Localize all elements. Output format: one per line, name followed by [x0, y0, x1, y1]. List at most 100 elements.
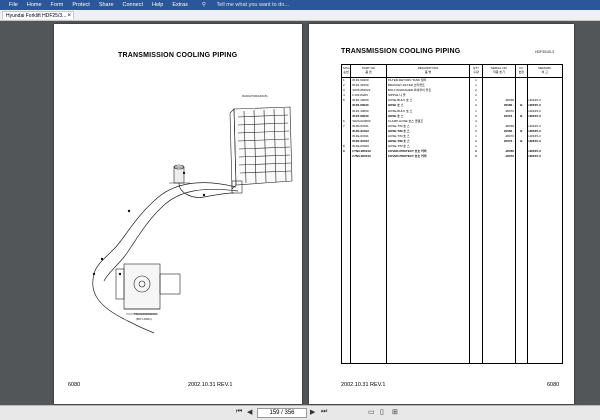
cell-empty	[526, 174, 563, 180]
cell-empty	[340, 312, 352, 318]
cell-empty	[385, 159, 471, 165]
cell-ic: B	[515, 128, 528, 135]
cell-empty	[350, 291, 387, 298]
menu-file[interactable]: File	[9, 2, 18, 8]
menu-home[interactable]: Home	[26, 2, 42, 8]
next-page-icon[interactable]: ▶	[310, 409, 316, 416]
table-row-empty	[340, 200, 563, 206]
cell-empty	[526, 322, 563, 328]
facing-view-icon[interactable]: ⊞	[392, 409, 398, 416]
table-row-empty	[340, 266, 563, 272]
menu-protect[interactable]: Protect	[72, 2, 90, 8]
cell-remark: HDF45-3	[526, 113, 563, 119]
cell-empty	[385, 246, 471, 252]
right-page-title: TRANSMISSION COOLING PIPING	[341, 48, 461, 55]
menu-extras[interactable]: Extras	[172, 2, 188, 8]
cell-empty	[385, 332, 471, 338]
continuous-view-icon[interactable]: ▯	[380, 409, 384, 416]
page-number-input[interactable]: 159 / 356	[257, 408, 307, 418]
table-row-empty	[340, 358, 563, 365]
menu-share[interactable]: Share	[98, 2, 114, 8]
left-page: TRANSMISSION COOLING PIPING	[54, 24, 302, 404]
cell-empty	[385, 220, 471, 226]
radiator-label: RADIATOR(HDG5)	[242, 94, 268, 98]
table-row-empty	[340, 164, 563, 170]
cell-empty	[385, 281, 471, 287]
cell-desc: FILTER-RETURN TANK 필터	[385, 77, 471, 84]
cell-empty	[515, 235, 528, 241]
cell-empty	[350, 353, 387, 359]
menu-form[interactable]: Form	[50, 2, 64, 8]
cell-no	[340, 108, 352, 114]
cell-empty	[515, 184, 528, 191]
cell-desc: COVER-PROTECT 보호 커버	[385, 154, 471, 160]
left-page-date: 2002.10.31 REV.1	[188, 382, 233, 388]
cell-remark: HDF45-3	[526, 154, 563, 160]
document-tab[interactable]: Hyundai Forklift HDF25/3... ×	[2, 11, 74, 19]
menu-connect[interactable]: Connect	[122, 2, 144, 8]
close-tab-icon[interactable]: ×	[67, 13, 71, 19]
cell-empty	[340, 225, 352, 231]
cell-empty	[350, 241, 387, 247]
cell-desc: BOLT-W/WASHER 와셔붙이 볼트	[385, 88, 471, 94]
cell-empty	[385, 256, 471, 262]
callout-marker-5	[118, 272, 122, 276]
cell-empty	[340, 215, 352, 221]
cell-empty	[340, 195, 352, 201]
cell-empty	[526, 266, 563, 272]
table-row-empty	[340, 256, 563, 262]
cell-empty	[515, 266, 528, 272]
cell-empty	[526, 220, 563, 226]
last-page-icon[interactable]: ⏭	[321, 408, 328, 415]
cell-empty	[526, 291, 563, 298]
table-row-empty	[340, 159, 563, 165]
table-row-empty	[340, 220, 563, 226]
cell-no	[340, 128, 352, 135]
cell-remark: HDF25-3	[526, 128, 563, 135]
cell-empty	[340, 235, 352, 241]
cell-empty	[385, 210, 471, 216]
cell-empty	[350, 317, 387, 323]
cell-empty	[385, 205, 471, 211]
cell-empty	[526, 286, 563, 292]
cell-remark: HDF45-3	[526, 134, 563, 140]
cell-empty	[340, 337, 352, 343]
cell-desc: HOSE 호 스	[385, 103, 471, 109]
cell-empty	[340, 261, 352, 267]
cell-empty	[515, 353, 528, 359]
tell-me-search[interactable]: ⚲ Tell me what you want to do...	[201, 2, 289, 8]
menu-help[interactable]: Help	[152, 2, 164, 8]
prev-page-icon[interactable]: ◀	[247, 409, 253, 416]
cell-desc: HOSE-T/M 호 스	[385, 123, 471, 129]
table-row-empty	[340, 174, 563, 180]
cell-ic	[515, 83, 528, 89]
cell-empty	[385, 225, 471, 231]
cell-empty	[515, 190, 528, 196]
cell-empty	[340, 164, 352, 170]
cell-empty	[385, 179, 471, 185]
tell-me-text: Tell me what you want to do...	[216, 2, 289, 8]
cell-empty	[526, 297, 563, 303]
cell-empty	[526, 342, 563, 348]
cell-empty	[350, 271, 387, 277]
table-row-empty	[340, 215, 563, 221]
cell-empty	[385, 190, 471, 196]
callout-marker-2	[100, 257, 104, 261]
first-page-icon[interactable]: ⏮	[236, 408, 243, 415]
cell-empty	[526, 302, 563, 308]
cell-empty	[526, 164, 563, 170]
menu-bar: File Home Form Protect Share Connect Hel…	[0, 0, 600, 10]
cell-empty	[340, 358, 352, 365]
single-page-view-icon[interactable]: ▭	[368, 409, 375, 416]
cell-empty	[385, 169, 471, 175]
cell-empty	[385, 215, 471, 221]
